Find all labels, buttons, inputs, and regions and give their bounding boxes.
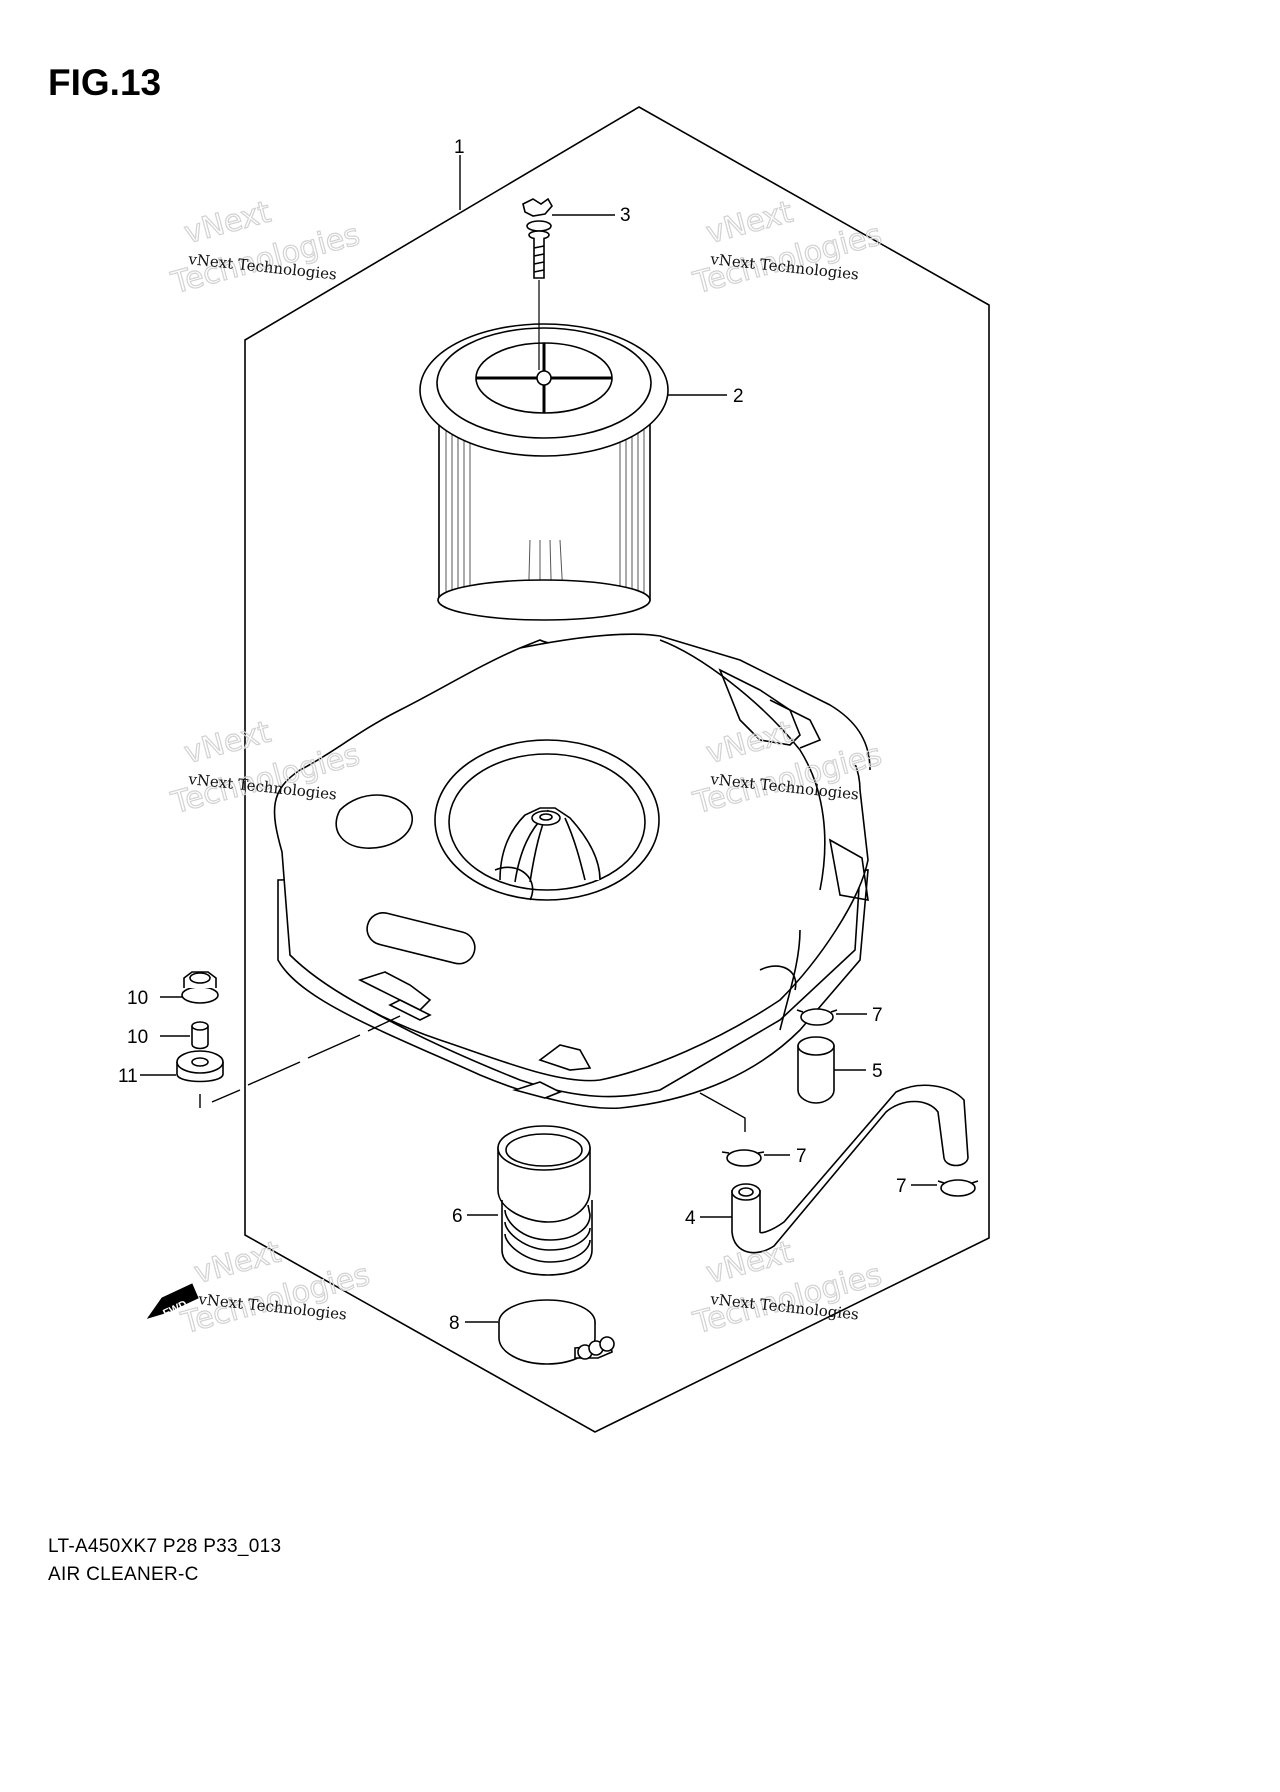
callout-1: 1	[454, 137, 465, 158]
part-3-screw	[522, 197, 553, 279]
callout-7-right: 7	[896, 1176, 907, 1197]
housing-outlet-line	[699, 1092, 746, 1132]
assembly-boundary-outline	[244, 106, 990, 1433]
part-9-bolt	[181, 971, 219, 1004]
callout-9: 10	[127, 988, 148, 1009]
callout-8: 8	[449, 1313, 460, 1334]
part-10-collar	[191, 1021, 209, 1050]
callout-6: 6	[452, 1206, 463, 1227]
watermark-5: vNext Technologies vNext Technologies	[177, 1234, 374, 1342]
fwd-arrow-icon	[146, 1283, 199, 1319]
callout-5: 5	[872, 1061, 883, 1082]
section-name: AIR CLEANER-C	[48, 1564, 199, 1585]
callout-2: 2	[733, 386, 744, 407]
callout-11: 11	[118, 1066, 138, 1087]
part-7-clip-c	[937, 1179, 979, 1197]
part-11-grommet	[176, 1050, 224, 1083]
leader-lines	[140, 155, 937, 1323]
watermark-2: vNext Technologies vNext Technologies	[689, 194, 886, 302]
part-4-breather-hose	[731, 1084, 969, 1254]
callout-3: 3	[620, 205, 631, 226]
model-code: LT-A450XK7 P28 P33_013	[48, 1536, 282, 1557]
filter-pleats	[445, 430, 645, 618]
watermark-6: vNext Technologies vNext Technologies	[689, 1234, 886, 1342]
part-8-hose-clamp	[498, 1299, 615, 1365]
callout-labels: 1 3 2 10 10 11 7 5 7 7 4 6 8	[118, 137, 907, 1334]
callout-4: 4	[685, 1208, 696, 1229]
mounting-axis-line	[199, 1015, 401, 1108]
part-6-intake-boot	[497, 1125, 593, 1276]
callout-7-upper: 7	[872, 1005, 883, 1026]
figure-title: FIG.13	[48, 62, 162, 103]
watermark-1: vNext Technologies vNext Technologies	[167, 194, 364, 302]
part-7-clip-a	[796, 1008, 838, 1026]
part-7-clip-b	[721, 1149, 765, 1167]
part-1-air-cleaner-case	[273, 633, 871, 1110]
part-5-drain-hose	[797, 1036, 835, 1104]
callout-10: 10	[127, 1027, 148, 1048]
callout-7-middle: 7	[796, 1146, 807, 1167]
part-2-filter-element	[419, 323, 669, 621]
